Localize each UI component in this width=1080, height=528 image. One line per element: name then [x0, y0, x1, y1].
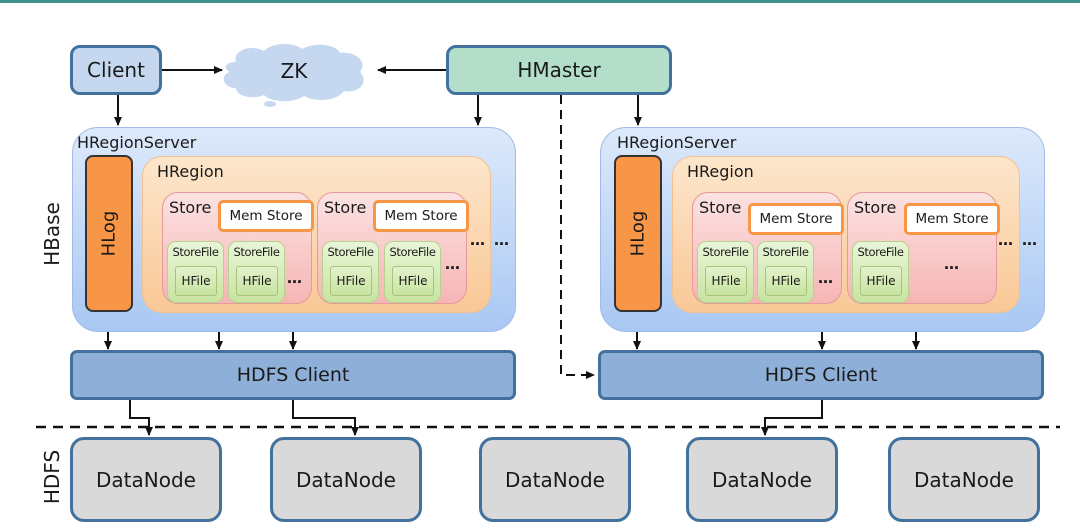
store-label: Store: [699, 198, 742, 217]
store-label: Store: [854, 198, 897, 217]
memstore-label: Mem Store: [384, 208, 458, 224]
region-server-label: HRegionServer: [77, 133, 197, 152]
memstore[interactable]: Mem Store: [904, 203, 1000, 235]
storefile-label: StoreFile: [233, 245, 280, 259]
hfile-label: HFile: [181, 274, 211, 288]
storefile-label: StoreFile: [327, 245, 374, 259]
cloud-icon: [223, 43, 364, 107]
store-label: Store: [169, 198, 212, 217]
hdfs-client-1[interactable]: HDFS Client: [70, 350, 516, 400]
top-accent-bar: [0, 0, 1080, 3]
layer-label-hdfs: HDFS: [40, 449, 65, 505]
hmaster-label: HMaster: [517, 58, 601, 82]
hfile[interactable]: HFile: [765, 266, 807, 296]
datanode-4[interactable]: DataNode: [686, 437, 838, 522]
dashed-hmaster-to-hdfs-client-2: [560, 95, 595, 379]
datanode-2[interactable]: DataNode: [270, 437, 422, 522]
client-label: Client: [87, 58, 145, 82]
arrow-hdfs2-to-dn4: [761, 399, 823, 436]
memstore-label: Mem Store: [229, 208, 303, 224]
hfile-label: HFile: [398, 274, 428, 288]
datanode-label: DataNode: [505, 467, 605, 492]
zookeeper-label: ZK: [280, 59, 308, 83]
more-storefiles-ellipsis: …: [944, 255, 960, 273]
datanode-label: DataNode: [296, 467, 396, 492]
datanode-1[interactable]: DataNode: [70, 437, 222, 522]
more-stores-ellipsis: …: [470, 231, 486, 249]
storefile-label: StoreFile: [389, 245, 436, 259]
store-label: Store: [324, 198, 367, 217]
hfile[interactable]: HFile: [236, 266, 278, 296]
more-storefiles-ellipsis: …: [818, 269, 834, 287]
hlog-2[interactable]: HLog: [614, 155, 662, 312]
datanode-5[interactable]: DataNode: [888, 437, 1040, 522]
storefile-label: StoreFile: [172, 245, 219, 259]
arrow-hdfs1-to-dn2: [292, 399, 359, 436]
hfile-label: HFile: [771, 274, 801, 288]
hdfs-client-2[interactable]: HDFS Client: [598, 350, 1044, 400]
hfile-label: HFile: [866, 274, 896, 288]
hfile[interactable]: HFile: [705, 266, 747, 296]
region-server-label: HRegionServer: [617, 133, 737, 152]
more-storefiles-ellipsis: …: [287, 269, 303, 287]
memstore[interactable]: Mem Store: [748, 203, 844, 235]
zookeeper-cloud[interactable]: ZK: [218, 42, 370, 107]
storefile-label: StoreFile: [762, 245, 809, 259]
hfile[interactable]: HFile: [175, 266, 217, 296]
hfile[interactable]: HFile: [860, 266, 902, 296]
datanode-3[interactable]: DataNode: [479, 437, 631, 522]
hfile[interactable]: HFile: [392, 266, 434, 296]
arrow-hdfs1-to-dn1: [129, 399, 153, 436]
hfile[interactable]: HFile: [330, 266, 372, 296]
more-regions-ellipsis: …: [494, 231, 510, 249]
more-storefiles-ellipsis: …: [445, 255, 461, 273]
hlog-1[interactable]: HLog: [85, 155, 133, 312]
memstore-label: Mem Store: [759, 211, 833, 227]
hdfs-client-label: HDFS Client: [236, 364, 350, 386]
storefile-label: StoreFile: [702, 245, 749, 259]
hregion-label: HRegion: [687, 162, 754, 181]
client-node[interactable]: Client: [70, 45, 162, 95]
hmaster-node[interactable]: HMaster: [446, 45, 672, 95]
hfile-label: HFile: [336, 274, 366, 288]
memstore-label: Mem Store: [915, 211, 989, 227]
hfile-label: HFile: [242, 274, 272, 288]
hlog-label: HLog: [98, 210, 120, 257]
hdfs-client-label: HDFS Client: [764, 364, 878, 386]
hregion-label: HRegion: [157, 162, 224, 181]
layer-label-hbase: HBase: [39, 202, 64, 266]
datanode-label: DataNode: [914, 467, 1014, 492]
memstore[interactable]: Mem Store: [373, 200, 469, 232]
datanode-label: DataNode: [96, 467, 196, 492]
hlog-label: HLog: [627, 210, 649, 257]
memstore[interactable]: Mem Store: [218, 200, 314, 232]
storefile-label: StoreFile: [857, 245, 904, 259]
more-stores-ellipsis: …: [998, 231, 1014, 249]
datanode-label: DataNode: [712, 467, 812, 492]
more-regions-ellipsis: …: [1022, 231, 1038, 249]
hfile-label: HFile: [711, 274, 741, 288]
